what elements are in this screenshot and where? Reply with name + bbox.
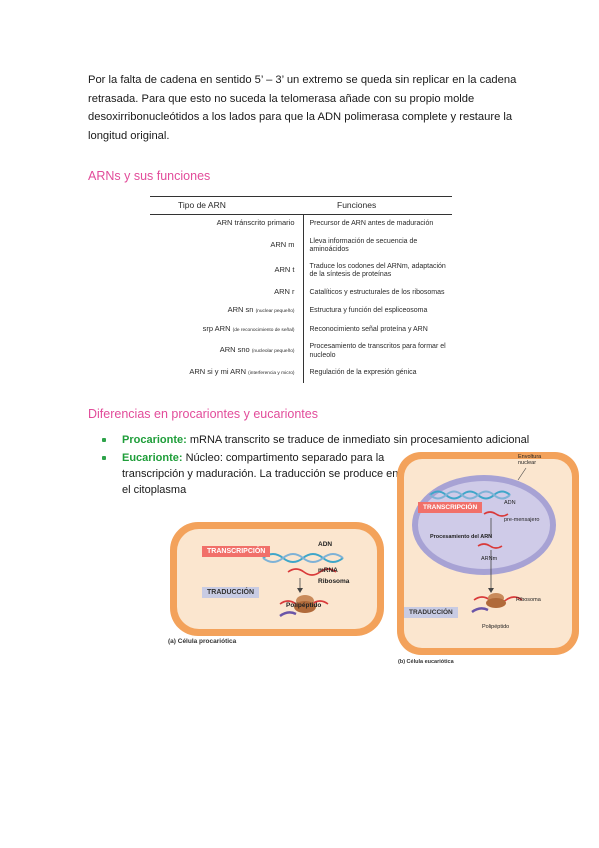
rna-function: Traduce los codones del ARNm, adaptación… — [302, 258, 452, 284]
rna-name: ARN r — [274, 286, 295, 296]
mrna-label: ARNm — [481, 556, 498, 562]
rna-name: srp ARN — [202, 323, 231, 333]
rna-function: Reconocimiento señal proteína y ARN — [302, 320, 452, 339]
table-row: ARN r Catalíticos y estructurales de los… — [150, 283, 452, 302]
rna-function: Precursor de ARN antes de maduración — [302, 214, 452, 234]
rna-name: ARN si y mi ARN — [189, 367, 247, 376]
table-header-functions: Funciones — [303, 196, 452, 215]
rna-note: (nuclear pequeño) — [255, 309, 295, 314]
bullet-icon — [102, 456, 106, 460]
term-eukaryote: Eucarionte: — [122, 452, 183, 464]
rna-name: ARN m — [270, 239, 295, 249]
polypeptide-label: Polipéptido — [482, 624, 510, 630]
rna-types-table: Tipo de ARN Funciones ARN tránscrito pri… — [150, 196, 452, 383]
rna-note: (de reconocimiento de señal) — [232, 327, 295, 333]
rna-note: (interferencia y micro) — [248, 371, 295, 376]
table-row: ARN si y mi ARN (interferencia y micro) … — [150, 364, 452, 383]
eukaryotic-cell-figure: Envoltura nuclear TRANSCRIPCIÓN ADN pre-… — [396, 450, 581, 668]
prokaryotic-cell-illustration — [170, 522, 384, 636]
table-row: ARN t Traduce los codones del ARNm, adap… — [150, 258, 452, 284]
list-item: Eucarionte: Núcleo: compartimento separa… — [100, 450, 400, 498]
prokaryotic-cell-figure: TRANSCRIPCIÓN TRADUCCIÓN ADN mRNA Riboso… — [168, 520, 393, 650]
eukaryotic-caption: (b) Célula eucariótica — [398, 659, 454, 665]
table-header-type: Tipo de ARN — [150, 196, 303, 215]
mrna-label: mRNA — [318, 567, 338, 574]
table-row: ARN m Lleva información de secuencia de … — [150, 233, 452, 259]
section-heading-arns: ARNs y sus funciones — [88, 169, 211, 183]
section-heading-differences: Diferencias en procariontes y eucarionte… — [88, 407, 318, 421]
transcription-label: TRANSCRIPCIÓN — [202, 546, 271, 557]
bullet-icon — [102, 438, 106, 442]
nuclear-envelope-label: Envoltura nuclear — [518, 454, 542, 466]
table-row: ARN tránscrito primario Precursor de ARN… — [150, 214, 452, 234]
translation-label: TRADUCCIÓN — [202, 587, 260, 598]
translation-label: TRADUCCIÓN — [404, 607, 458, 618]
transcription-label: TRANSCRIPCIÓN — [418, 502, 483, 513]
prokaryotic-caption: (a) Célula procariótica — [168, 638, 237, 645]
list-item: Procarionte: mRNA transcrito se traduce … — [100, 432, 532, 448]
bullet-text: Núcleo: compartimento separado para la t… — [122, 452, 399, 496]
rna-function: Procesamiento de transcritos para formar… — [302, 339, 452, 364]
table-row: ARN sn (nuclear pequeño) Estructura y fu… — [150, 302, 452, 321]
rna-name: ARN sn — [227, 305, 254, 314]
dna-label: ADN — [318, 541, 333, 548]
eukaryotic-cell-illustration — [397, 452, 579, 655]
bullet-text: mRNA transcrito se traduce de inmediato … — [186, 434, 530, 446]
rna-function: Estructura y función del espliceosoma — [302, 302, 452, 321]
intro-paragraph: Por la falta de cadena en sentido 5’ – 3… — [88, 74, 517, 142]
table-row: srp ARN (de reconocimiento de señal) Rec… — [150, 320, 452, 339]
rna-function: Lleva información de secuencia de aminoá… — [302, 233, 452, 259]
polypeptide-label: Polipéptido — [286, 602, 322, 609]
rna-name: ARN sno — [219, 345, 250, 355]
rna-name: ARN t — [274, 264, 295, 274]
term-prokaryote: Procarionte: — [122, 434, 187, 446]
rna-function: Catalíticos y estructurales de los ribos… — [302, 283, 452, 302]
rna-function: Regulación de la expresión génica — [302, 364, 452, 383]
rna-processing-label: Procesamiento del ARN — [430, 534, 493, 540]
dna-label: ADN — [504, 500, 516, 506]
pre-mrna-label: pre-mensajero — [504, 517, 540, 523]
ribosome-label: Ribosoma — [318, 578, 350, 585]
rna-note: (nucleolar pequeño) — [251, 349, 295, 355]
ribosome-label: Ribosoma — [516, 597, 541, 603]
rna-name: ARN tránscrito primario — [216, 218, 295, 227]
table-row: ARN sno (nucleolar pequeño) Procesamient… — [150, 339, 452, 364]
differences-list: Procarionte: mRNA transcrito se traduce … — [100, 432, 529, 500]
